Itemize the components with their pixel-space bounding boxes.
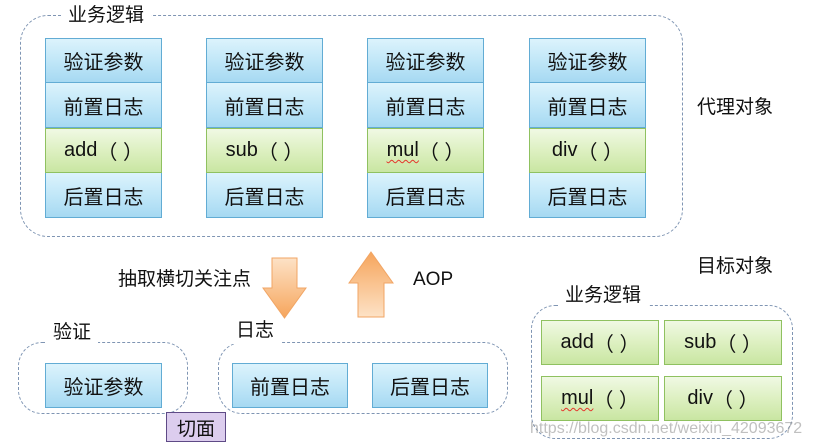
method-name: add [64,139,98,161]
target-panel-title: 业务逻辑 [558,283,649,309]
method-sub-cell: sub（ ） [664,320,782,365]
method-args: （ ） [716,334,762,356]
proxy-column-add: 验证参数 前置日志 add（ ） 后置日志 [45,38,162,218]
proxy-object-label: 代理对象 [697,97,774,118]
logging-aspect-panel: 日志 前置日志 后置日志 [218,318,508,414]
validate-params-cell: 验证参数 [45,363,162,408]
before-log-cell: 前置日志 [206,83,323,128]
validate-params-cell: 验证参数 [45,38,162,83]
method-args: （ ） [577,142,624,164]
after-log-cell: 后置日志 [45,173,162,218]
method-name: sub [225,139,258,161]
aop-label: AOP [413,269,454,290]
method-mul-cell: mul（ ） [541,376,659,421]
validate-params-cell: 验证参数 [206,38,323,83]
proxy-column-sub: 验证参数 前置日志 sub（ ） 后置日志 [206,38,323,218]
validate-params-cell: 验证参数 [367,38,484,83]
method-sub-cell: sub（ ） [206,128,323,173]
method-args: （ ） [593,334,640,356]
logging-panel-title: 日志 [229,318,282,344]
method-div-cell: div（ ） [529,128,646,173]
aspect-label: 切面 [166,412,226,442]
after-log-cell: 后置日志 [206,173,323,218]
method-args: （ ） [97,142,143,164]
proxy-column-div: 验证参数 前置日志 div（ ） 后置日志 [529,38,646,218]
before-log-cell: 前置日志 [529,83,646,128]
target-object-panel: 业务逻辑 add（ ） sub（ ） mul（ ） div（ ） [531,283,793,439]
before-log-cell: 前置日志 [45,83,162,128]
method-add-cell: add（ ） [541,320,659,365]
method-args: （ ） [257,142,304,164]
method-name: mul [386,139,419,161]
method-args: （ ） [593,390,639,412]
before-log-cell: 前置日志 [232,363,348,408]
method-name: div [551,139,578,161]
target-object-label: 目标对象 [697,256,774,277]
proxy-column-mul: 验证参数 前置日志 mul（ ） 后置日志 [367,38,484,218]
validation-aspect-panel: 验证 验证参数 [18,320,188,414]
watermark: https://blog.csdn.net/weixin_42093672 [530,420,803,437]
method-args: （ ） [418,142,465,164]
method-args: （ ） [713,390,759,412]
method-div-cell: div（ ） [664,376,782,421]
proxy-panel-title: 业务逻辑 [61,3,152,29]
after-log-cell: 后置日志 [372,363,488,408]
up-arrow-icon [348,251,394,318]
validation-panel-title: 验证 [46,320,99,346]
method-add-cell: add（ ） [45,128,162,173]
extract-concerns-label: 抽取横切关注点 [118,269,252,290]
proxy-object-panel: 业务逻辑 验证参数 前置日志 add（ ） 后置日志 验证参数 前置日志 sub… [20,3,683,237]
after-log-cell: 后置日志 [529,173,646,218]
before-log-cell: 前置日志 [367,83,484,128]
validate-params-cell: 验证参数 [529,38,646,83]
method-name: add [560,331,594,353]
method-name: div [687,387,713,409]
method-name: sub [684,331,717,353]
down-arrow-icon [262,257,307,319]
after-log-cell: 后置日志 [367,173,484,218]
method-name: mul [561,387,594,409]
method-mul-cell: mul（ ） [367,128,484,173]
